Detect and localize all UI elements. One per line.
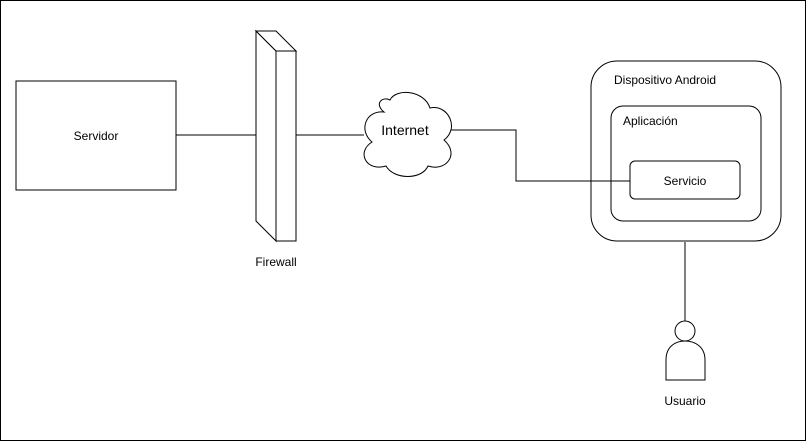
user-icon-body xyxy=(665,340,706,381)
server-node[interactable]: Servidor xyxy=(15,80,177,191)
connector-internet-service xyxy=(444,129,630,182)
service-label: Servicio xyxy=(664,174,707,188)
app-label: Aplicación xyxy=(623,114,678,128)
user-label: Usuario xyxy=(664,394,706,408)
internet-label: Internet xyxy=(381,122,429,138)
service-box xyxy=(629,160,741,200)
server-label: Servidor xyxy=(74,129,119,143)
firewall-side-face xyxy=(255,29,277,243)
firewall-front-face xyxy=(275,50,297,242)
connectors xyxy=(176,129,686,321)
service-node[interactable]: Servicio xyxy=(629,160,741,200)
cloud-icon xyxy=(363,92,452,177)
firewall-label: Firewall xyxy=(255,255,296,269)
server-box xyxy=(15,80,177,191)
firewall-icon xyxy=(254,29,298,243)
firewall-node[interactable]: Firewall xyxy=(254,29,298,269)
internet-node[interactable]: Internet xyxy=(363,92,452,177)
user-node[interactable]: Usuario xyxy=(664,320,706,408)
android-device-label: Dispositivo Android xyxy=(614,73,716,87)
user-icon-head xyxy=(674,320,696,342)
user-icon xyxy=(665,320,706,381)
